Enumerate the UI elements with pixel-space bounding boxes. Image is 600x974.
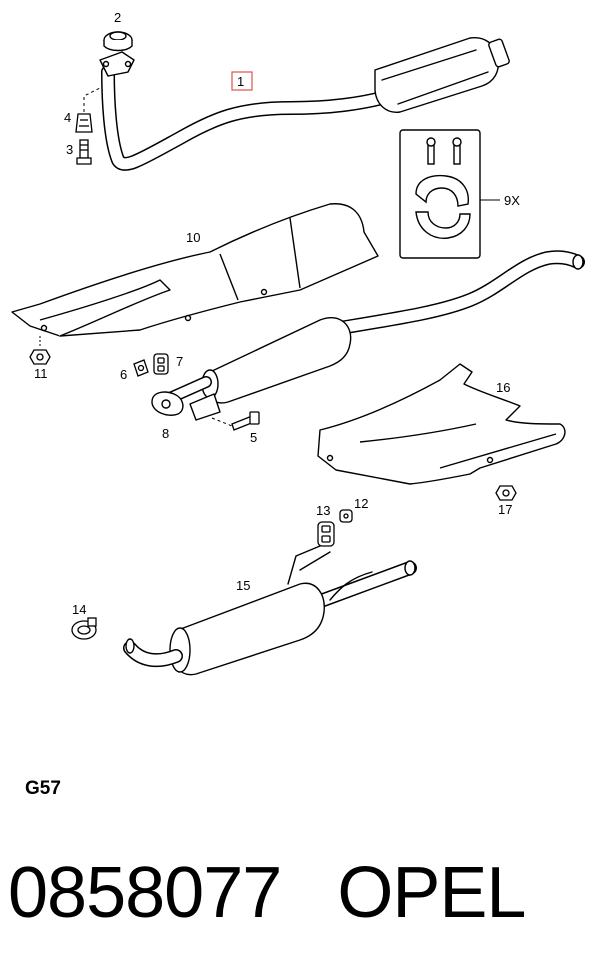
callout-2[interactable]: 2 <box>114 10 121 25</box>
clamp-kit-inset[interactable] <box>399 129 481 259</box>
heat-shield-rear[interactable] <box>317 363 566 485</box>
leader-line-5 <box>211 417 233 427</box>
callout-7[interactable]: 7 <box>176 354 183 369</box>
hanger-part-6[interactable] <box>133 359 149 377</box>
hanger-part-13[interactable] <box>317 521 335 547</box>
callout-1[interactable]: 1 <box>237 74 244 89</box>
hanger-part-12[interactable] <box>339 509 353 523</box>
callout-5[interactable]: 5 <box>250 430 257 445</box>
part-number: 0858077 <box>8 853 282 933</box>
heat-shield-front[interactable] <box>11 203 379 337</box>
callout-13[interactable]: 13 <box>316 503 330 518</box>
front-pipe-catalytic-converter[interactable] <box>99 37 510 171</box>
section-code: G57 <box>25 778 61 799</box>
callout-16[interactable]: 16 <box>496 380 510 395</box>
footer: 0858077 OPEL <box>8 848 526 938</box>
callout-11[interactable]: 11 <box>34 366 48 381</box>
clamp-part-14[interactable] <box>71 617 97 640</box>
callout-10[interactable]: 10 <box>186 230 200 245</box>
callout-6[interactable]: 6 <box>120 367 127 382</box>
nut-part-11[interactable] <box>29 349 51 365</box>
bolt-part-5[interactable] <box>231 411 260 431</box>
rear-silencer[interactable] <box>123 545 417 676</box>
callout-4[interactable]: 4 <box>64 110 71 125</box>
leader-line-4 <box>83 87 101 112</box>
callout-12[interactable]: 12 <box>354 496 368 511</box>
nut-part-4[interactable] <box>75 113 93 133</box>
callout-3[interactable]: 3 <box>66 142 73 157</box>
callout-17[interactable]: 17 <box>498 502 512 517</box>
center-silencer[interactable] <box>151 250 585 421</box>
callout-15[interactable]: 15 <box>236 578 250 593</box>
hanger-part-7[interactable] <box>153 353 169 375</box>
callout-9x[interactable]: 9X <box>504 193 520 208</box>
gasket-ring[interactable] <box>103 31 133 52</box>
bolt-part-3[interactable] <box>76 139 92 165</box>
callout-14[interactable]: 14 <box>72 602 86 617</box>
brand-name: OPEL <box>337 853 526 933</box>
callout-8[interactable]: 8 <box>162 426 169 441</box>
callout-1-highlight <box>231 71 253 91</box>
nut-part-17[interactable] <box>495 485 517 501</box>
